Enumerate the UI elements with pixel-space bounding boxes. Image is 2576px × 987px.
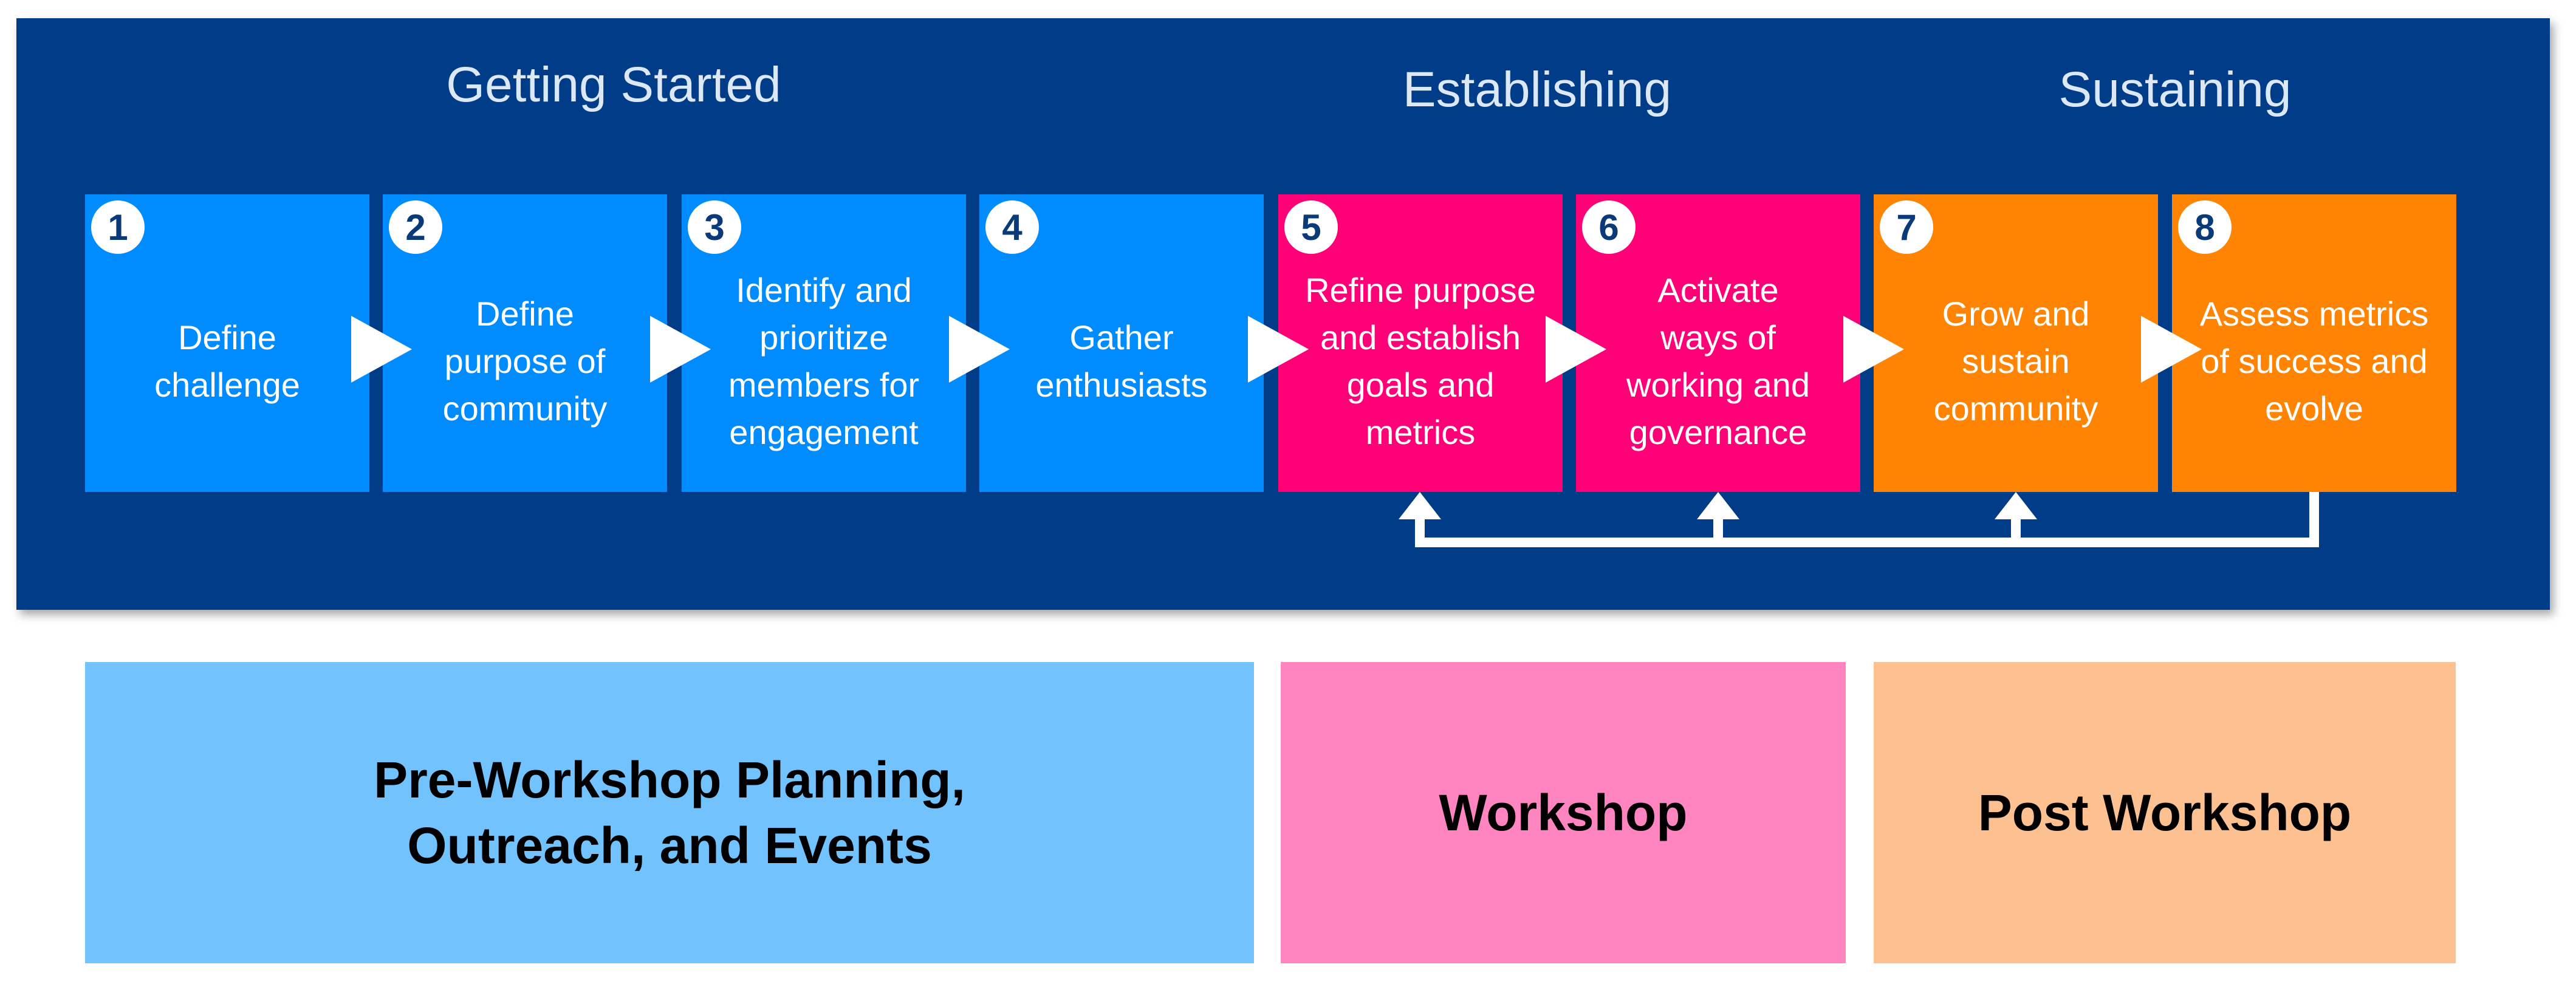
step-number-badge: 8 [2178,200,2232,254]
post-workshop-box: Post Workshop [1874,662,2456,963]
post-workshop-label: Post Workshop [1978,784,2352,841]
step-number-badge: 3 [688,200,741,254]
step-number-badge: 2 [389,200,442,254]
step-number-badge: 1 [91,200,145,254]
flow-arrow-icon [1843,316,1904,383]
pre-workshop-box: Pre-Workshop Planning,Outreach, and Even… [85,662,1254,963]
workshop-label: Workshop [1439,784,1688,841]
step-number-badge: 5 [1284,200,1338,254]
flow-arrow-icon [949,316,1010,383]
step-number-badge: 7 [1880,200,1933,254]
flow-arrow-icon [1248,316,1309,383]
phase-label-getting-started: Getting Started [446,57,781,112]
flow-arrow-icon [1546,316,1606,383]
pre-workshop-label: Pre-Workshop Planning,Outreach, and Even… [374,751,965,874]
step-number-badge: 6 [1582,200,1636,254]
phase-label-establishing: Establishing [1402,62,1672,117]
flow-arrow-icon [2141,316,2202,383]
workshop-box: Workshop [1281,662,1846,963]
phase-label-sustaining: Sustaining [2058,62,2292,117]
flow-arrow-icon [351,316,412,383]
flow-arrow-icon [650,316,711,383]
step-number-badge: 4 [985,200,1039,254]
